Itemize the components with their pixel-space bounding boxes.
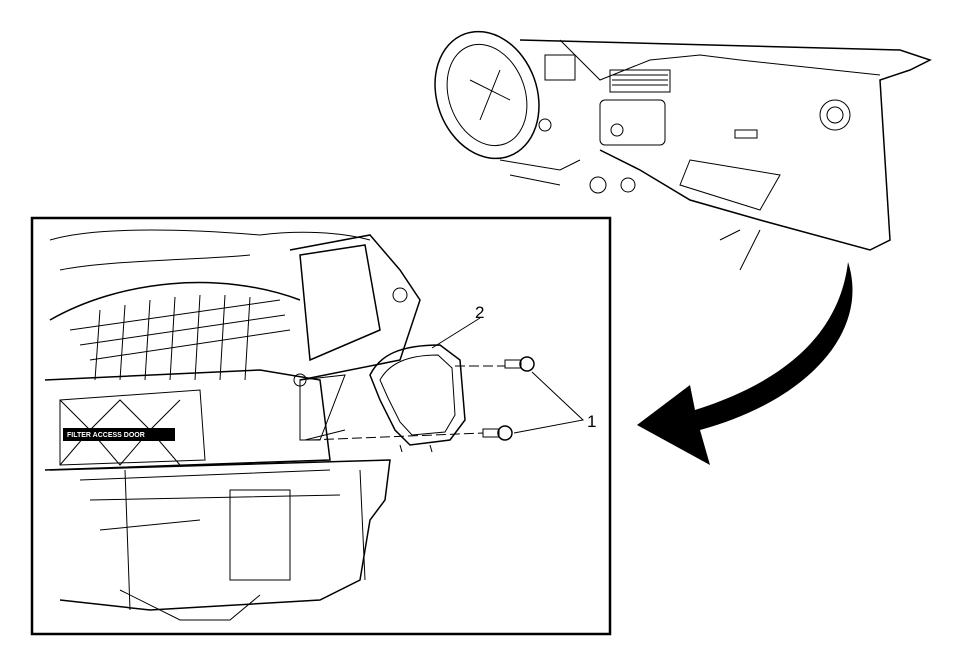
detail-frame <box>30 216 612 636</box>
filter-access-door-label: FILTER ACCESS DOOR <box>67 432 145 439</box>
direction-arrow <box>637 262 853 465</box>
callout-2: 2 <box>475 303 484 322</box>
leader-line-2 <box>431 317 481 349</box>
leader-line-1 <box>513 371 585 434</box>
hvac-module-detail: FILTER ACCESS DOOR <box>44 229 421 621</box>
callout-1: 1 <box>587 412 596 431</box>
bolt-lower <box>309 425 513 441</box>
bolt-upper <box>455 356 535 372</box>
filter-access-door <box>369 344 466 453</box>
dashboard-overview <box>434 30 932 271</box>
